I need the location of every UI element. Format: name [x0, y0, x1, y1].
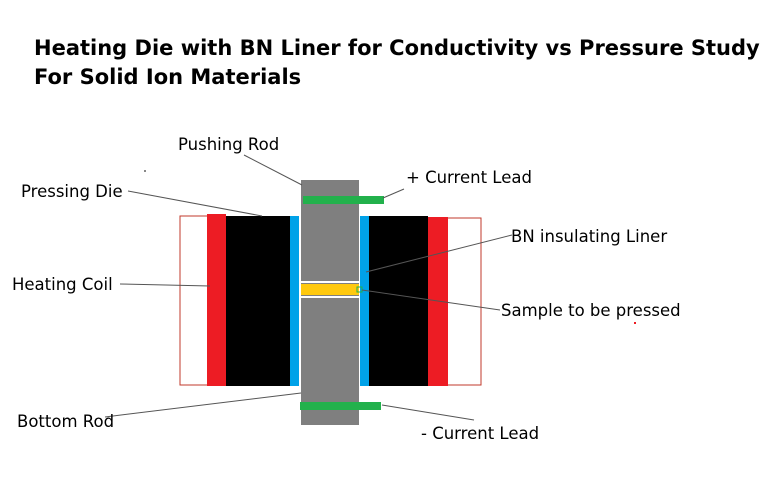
leader-bottom-rod	[104, 392, 302, 418]
bn-liner-left	[290, 216, 299, 386]
pressing-die-left	[226, 216, 290, 386]
sample-contact-marker	[356, 286, 363, 293]
leader-pressing-die	[127, 190, 263, 217]
heating-coil-left	[207, 214, 226, 386]
leader-pushing-rod	[243, 154, 303, 186]
label-heating-coil: Heating Coil	[12, 275, 113, 294]
title-line-2: For Solid Ion Materials	[34, 65, 302, 89]
leader-current-lead-pos	[382, 188, 405, 199]
bn-liner-right	[360, 216, 369, 386]
rod-column	[301, 180, 359, 425]
pressing-die-right	[369, 216, 428, 386]
label-pressing-die: Pressing Die	[21, 182, 123, 201]
leader-sample	[361, 289, 501, 311]
label-bn-liner: BN insulating Liner	[511, 227, 667, 246]
sample	[301, 284, 359, 295]
leader-current-lead-neg	[381, 404, 475, 421]
current-lead-positive	[303, 196, 384, 204]
leader-heating-coil	[119, 283, 211, 287]
current-lead-negative	[300, 402, 381, 410]
speck-mark	[144, 170, 146, 172]
label-pushing-rod: Pushing Rod	[178, 135, 279, 154]
label-bottom-rod: Bottom Rod	[17, 412, 114, 431]
speck-mark-red	[634, 322, 636, 324]
label-current-lead-positive: + Current Lead	[406, 168, 532, 187]
diagram-title: Heating Die with BN Liner for Conductivi…	[34, 34, 760, 92]
label-sample: Sample to be pressed	[501, 301, 681, 320]
title-line-1: Heating Die with BN Liner for Conductivi…	[34, 36, 760, 60]
label-current-lead-negative: - Current Lead	[421, 424, 539, 443]
leader-bn-liner	[365, 234, 513, 273]
